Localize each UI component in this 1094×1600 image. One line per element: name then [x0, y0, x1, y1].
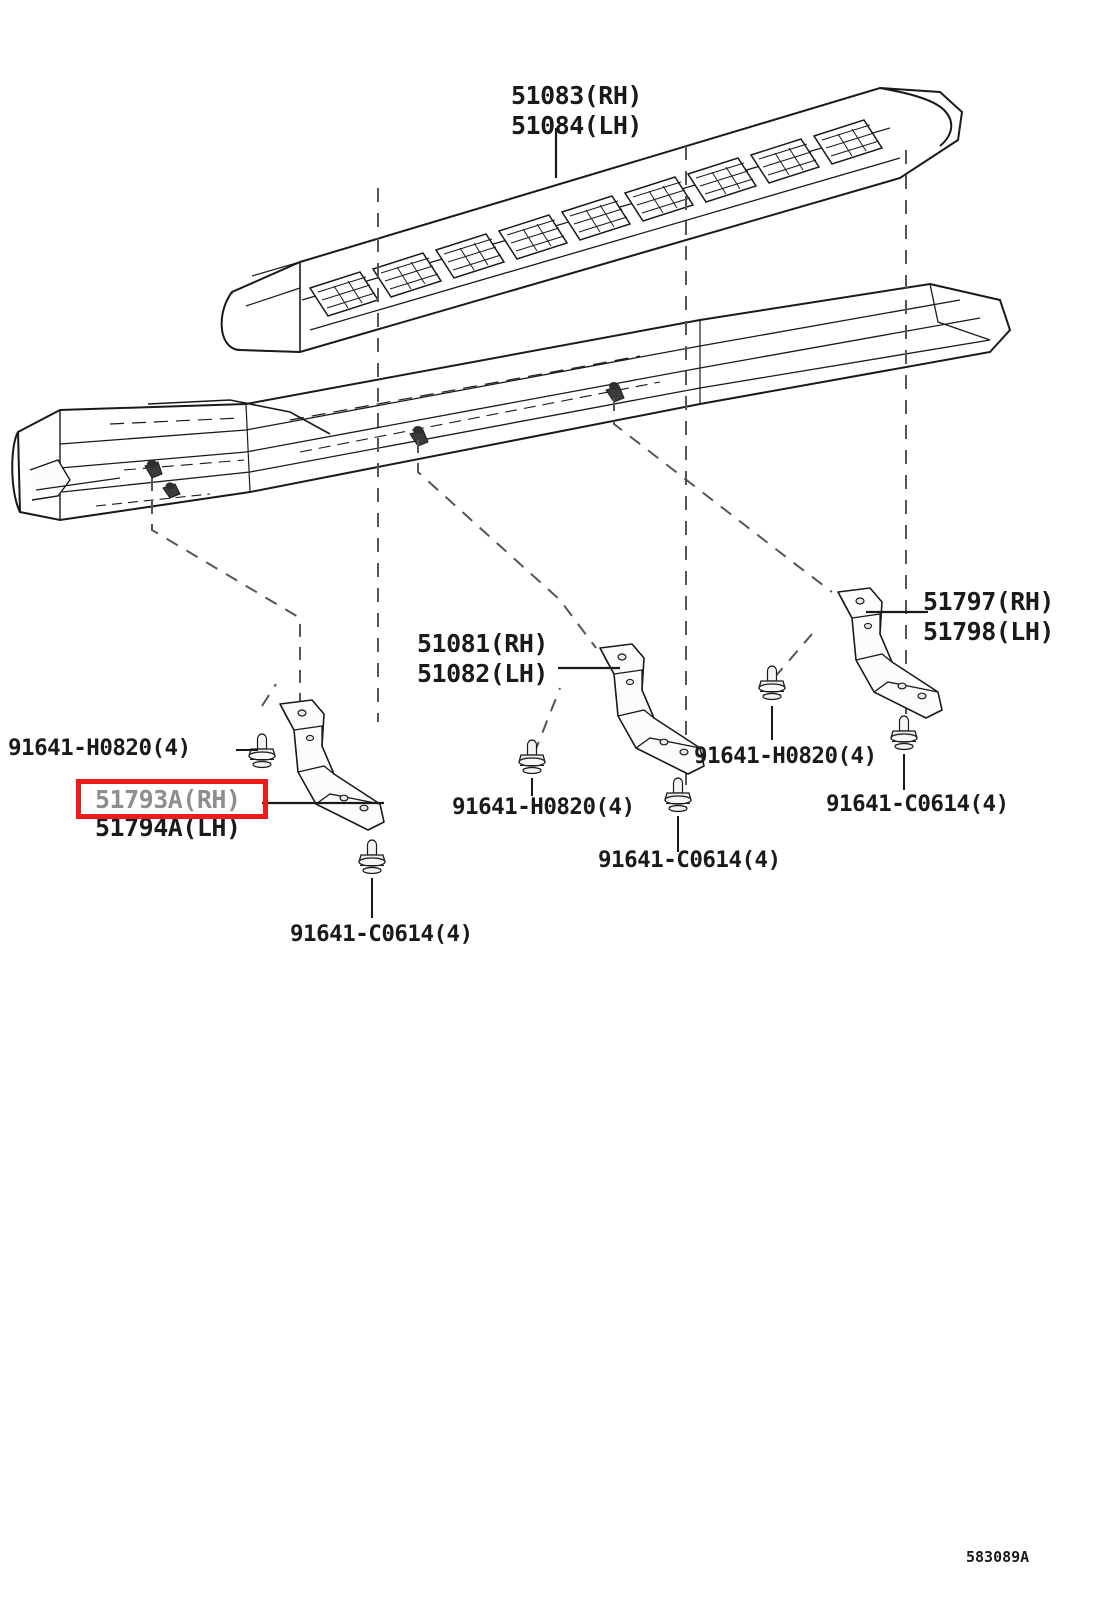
label-running-board-lh: 51084(LH)	[511, 111, 642, 140]
bracket-front	[279, 699, 385, 831]
label-bolt-center-h0820: 91641-H0820(4)	[452, 794, 635, 820]
fastener-center-upper	[518, 739, 546, 775]
bracket-center	[599, 643, 705, 775]
sheet-code: 583089A	[966, 1548, 1030, 1566]
label-bracket-front-rh: 51793A(RH)	[95, 785, 241, 814]
label-bracket-center-lh: 51082(LH)	[417, 659, 548, 688]
running-board-part	[220, 86, 964, 354]
rocker-sill-panel	[11, 282, 1012, 522]
label-bolt-rear-h0820: 91641-H0820(4)	[694, 743, 877, 769]
label-bracket-front-lh: 51794A(LH)	[95, 813, 241, 842]
label-bracket-rear-lh: 51798(LH)	[923, 617, 1054, 646]
label-bolt-rear-c0614: 91641-C0614(4)	[826, 791, 1009, 817]
label-running-board-rh: 51083(RH)	[511, 81, 642, 110]
fastener-rear-lower	[890, 715, 918, 751]
label-bolt-front-h0820: 91641-H0820(4)	[8, 735, 191, 761]
label-bolt-center-c0614: 91641-C0614(4)	[598, 847, 781, 873]
bracket-leader-lines	[151, 398, 833, 755]
alignment-dashed-lines	[377, 146, 907, 790]
label-bracket-center-rh: 51081(RH)	[417, 629, 548, 658]
fastener-center-lower	[664, 777, 692, 813]
fastener-front-lower	[358, 839, 386, 875]
label-bolt-front-c0614: 91641-C0614(4)	[290, 921, 473, 947]
label-bracket-rear-rh: 51797(RH)	[923, 587, 1054, 616]
